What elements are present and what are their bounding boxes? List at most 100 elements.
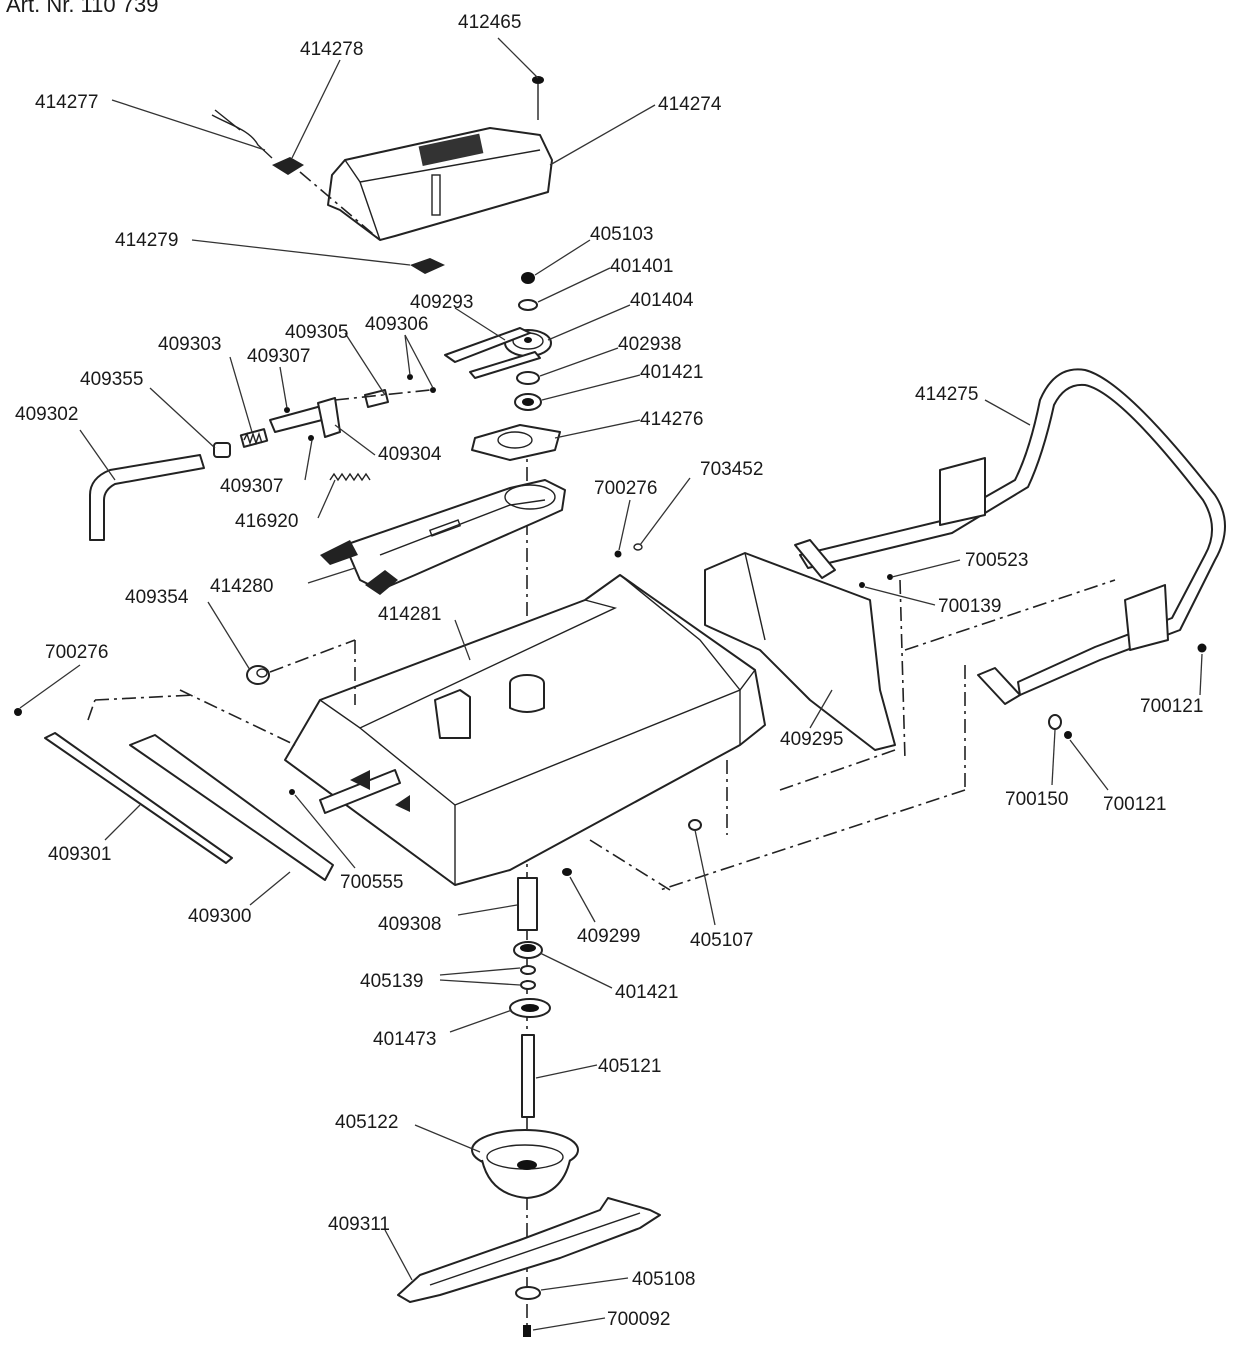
tube-409308 — [517, 877, 538, 931]
label-402938: 402938 — [618, 334, 681, 355]
label-405121: 405121 — [598, 1056, 661, 1077]
belt-cover — [327, 127, 553, 241]
nut-405107 — [688, 819, 702, 831]
washer-700139 — [859, 582, 865, 588]
screw-700523 — [887, 574, 893, 580]
nut-700121-lower — [1064, 731, 1072, 739]
label-700121-lower: 700121 — [1103, 794, 1166, 815]
pin-700276-left — [14, 708, 22, 716]
flap-409295 — [704, 552, 896, 751]
label-409355: 409355 — [80, 369, 143, 390]
nut-700121-right — [1197, 643, 1207, 653]
pin-700276-top — [614, 550, 622, 558]
screw-409299 — [562, 868, 572, 876]
frame-414280 — [320, 479, 566, 595]
label-409308: 409308 — [378, 914, 441, 935]
knob-409354 — [246, 639, 356, 685]
lever-409302 — [89, 454, 205, 541]
label-414277: 414277 — [35, 92, 98, 113]
leader-lines — [19, 37, 1203, 1331]
bolt-412465 — [532, 76, 544, 120]
washer-401401 — [518, 299, 538, 311]
label-409302: 409302 — [15, 404, 78, 425]
label-700121-right: 700121 — [1140, 696, 1203, 717]
label-700555: 700555 — [340, 872, 403, 893]
switch-414278 — [211, 109, 304, 175]
label-409311: 409311 — [328, 1214, 390, 1235]
label-414278: 414278 — [300, 39, 363, 60]
plate-409300 — [129, 734, 334, 881]
handle-guide-5 — [779, 749, 896, 791]
label-409307-top: 409307 — [247, 346, 310, 367]
label-409299: 409299 — [577, 926, 640, 947]
label-414274: 414274 — [658, 94, 722, 115]
label-700523: 700523 — [965, 550, 1028, 571]
label-414281: 414281 — [378, 604, 441, 625]
label-409354: 409354 — [125, 587, 189, 608]
label-700139: 700139 — [938, 596, 1001, 617]
label-405108: 405108 — [632, 1269, 695, 1290]
label-401421-bottom: 401421 — [615, 982, 678, 1003]
label-409305: 409305 — [285, 322, 348, 343]
bearing-402938 — [516, 371, 540, 385]
washer-700150 — [1048, 714, 1062, 730]
belt-409293 — [444, 327, 531, 363]
label-409293: 409293 — [410, 292, 473, 313]
actuator-414279 — [410, 258, 445, 274]
label-405139: 405139 — [360, 971, 423, 992]
washer-401473 — [509, 998, 551, 1018]
label-700276-left: 700276 — [45, 642, 108, 663]
label-414280: 414280 — [210, 576, 273, 597]
label-700092: 700092 — [607, 1309, 670, 1330]
label-409295: 409295 — [780, 729, 843, 750]
blade-409311 — [397, 1197, 661, 1303]
article-number: Art. Nr. 110 739 — [6, 0, 158, 17]
hub-405122 — [471, 1129, 579, 1199]
handle-guide-2 — [904, 579, 1116, 651]
label-405122: 405122 — [335, 1112, 398, 1133]
handle-guide-1 — [899, 579, 906, 761]
part-labels: 412465 414278 414277 414274 414279 40510… — [15, 12, 1203, 1330]
washer-703452 — [633, 543, 643, 551]
shaft-405121 — [521, 1034, 535, 1118]
bracket-409304 — [317, 397, 341, 438]
bearing-401421-lower — [513, 941, 543, 959]
nut-405103 — [521, 272, 535, 284]
label-409301: 409301 — [48, 844, 111, 865]
label-416920: 416920 — [235, 511, 298, 532]
spring-409303 — [239, 428, 269, 448]
label-401404: 401404 — [630, 290, 694, 311]
knob-409355 — [213, 442, 231, 458]
handle-guide-4 — [659, 789, 966, 891]
belt-lower — [469, 351, 541, 379]
label-401473: 401473 — [373, 1029, 436, 1050]
handle-414275 — [794, 368, 1226, 705]
plate-414276 — [471, 424, 561, 461]
label-401401: 401401 — [610, 256, 673, 277]
bearing-401421-upper — [514, 393, 542, 411]
bracket-409305 — [364, 389, 389, 408]
screw-409306 — [407, 374, 413, 380]
label-414275: 414275 — [915, 384, 978, 405]
label-700150: 700150 — [1005, 789, 1068, 810]
label-409306: 409306 — [365, 314, 428, 335]
label-401421-top: 401421 — [640, 362, 703, 383]
washer-405139-a — [520, 965, 536, 975]
label-409300: 409300 — [188, 906, 251, 927]
washer-405139-b — [520, 980, 536, 990]
housing-414281 — [284, 574, 766, 886]
label-414276: 414276 — [640, 409, 703, 430]
label-409307-bottom: 409307 — [220, 476, 283, 497]
label-405103: 405103 — [590, 224, 653, 245]
label-409304: 409304 — [378, 444, 442, 465]
screw-700555 — [289, 789, 295, 795]
label-412465: 412465 — [458, 12, 521, 33]
bolt-700092 — [523, 1325, 531, 1337]
switch-guide-line — [299, 171, 381, 241]
label-700276-top: 700276 — [594, 478, 657, 499]
shaft-409301 — [44, 732, 233, 864]
label-405107: 405107 — [690, 930, 753, 951]
washer-405108 — [515, 1286, 541, 1300]
